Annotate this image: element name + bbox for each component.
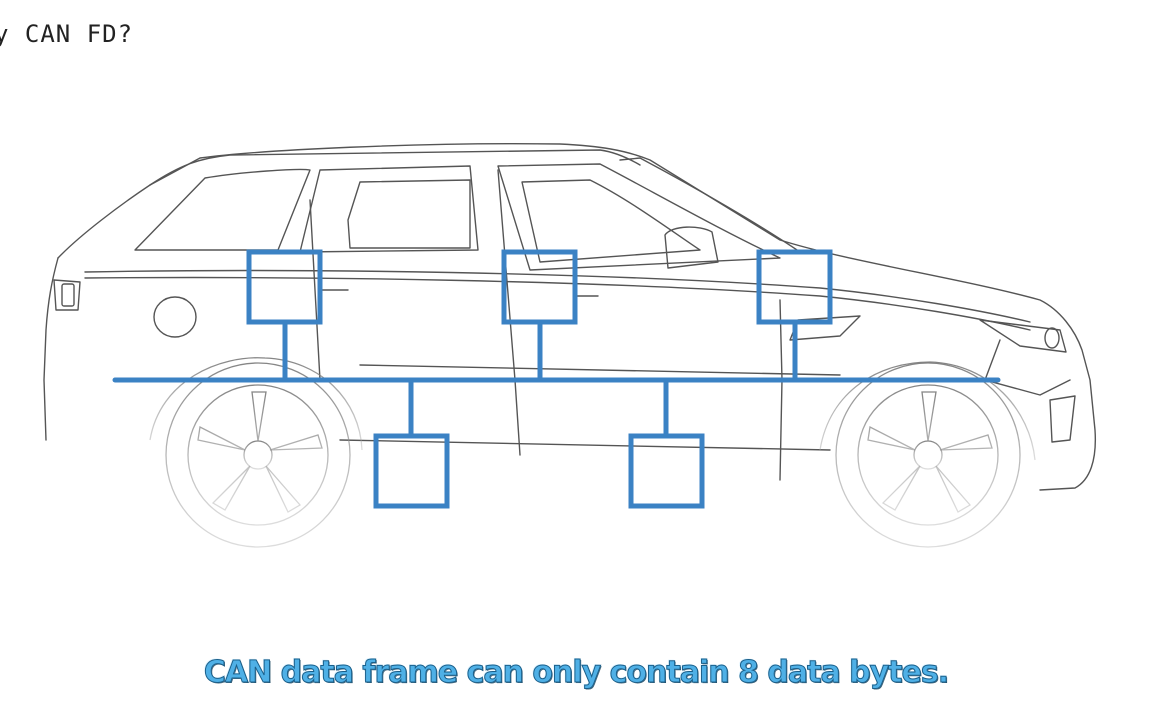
windshield <box>619 157 801 253</box>
fuel-cap <box>153 296 197 338</box>
caption-subtitle: CAN data frame can only contain 8 data b… <box>203 655 949 691</box>
front-window-inner <box>521 179 701 263</box>
roof-rail <box>149 149 641 186</box>
can-bus-network <box>112 249 1001 509</box>
front-bumper <box>984 339 1071 396</box>
ecu-node-3 <box>756 249 833 325</box>
car-outline <box>43 142 1097 491</box>
ecu-node-4 <box>373 433 450 509</box>
door-line-rear <box>309 199 321 381</box>
car-rear-edge <box>43 257 59 441</box>
rear-spokes <box>197 391 323 513</box>
rear-window <box>134 168 311 251</box>
ecu-node-1 <box>246 249 323 325</box>
rear-wheel <box>149 357 363 548</box>
rear-hub <box>243 440 273 470</box>
rear-rim <box>187 384 329 526</box>
front-rim <box>857 384 999 526</box>
middle-window <box>299 165 479 253</box>
rear-lamp-inner <box>61 283 75 307</box>
front-hub <box>913 440 943 470</box>
headlight <box>979 319 1067 353</box>
front-window <box>497 163 781 271</box>
beltline <box>84 269 1031 323</box>
front-wheel <box>819 361 1036 548</box>
ecu-node-2 <box>501 249 578 325</box>
front-fog-light <box>1049 395 1076 443</box>
side-skirt <box>359 364 841 376</box>
rocker-panel <box>339 439 831 451</box>
front-tyre <box>835 362 1021 548</box>
beltline-lower <box>84 276 1031 331</box>
front-wheel-arch <box>819 361 1036 461</box>
headlight-lens <box>1044 327 1060 349</box>
middle-window-inner <box>347 179 471 249</box>
rear-tyre <box>165 362 351 548</box>
front-spokes <box>867 391 993 513</box>
side-mirror <box>664 226 719 269</box>
rear-lamp <box>53 279 81 311</box>
door-line-front <box>779 299 783 481</box>
rear-wheel-arch <box>149 357 363 451</box>
page-title: y CAN FD? <box>0 20 134 48</box>
ecu-node-5 <box>628 433 705 509</box>
car-body-silhouette <box>57 142 1097 491</box>
door-line-middle <box>497 169 521 456</box>
